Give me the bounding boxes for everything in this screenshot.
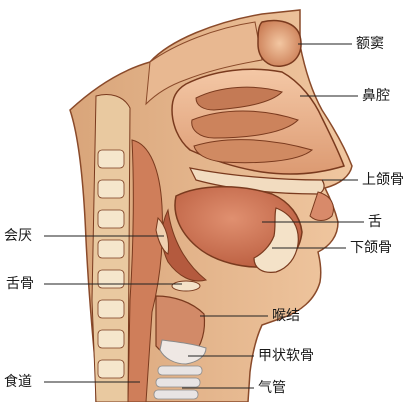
- label-mandible: 下颌骨: [350, 240, 392, 256]
- hyoid-shape: [172, 281, 200, 291]
- label-hyoid: 舌骨: [6, 276, 34, 292]
- label-tongue: 舌: [368, 214, 382, 230]
- label-maxilla: 上颌骨: [362, 172, 404, 188]
- label-laryngeal-prominence: 喉结: [272, 308, 300, 324]
- label-thyroid-cartilage: 甲状软骨: [258, 348, 314, 364]
- label-esophagus: 食道: [4, 374, 32, 390]
- label-frontal-sinus: 额窦: [356, 36, 384, 52]
- trachea-rings: [154, 366, 202, 399]
- frontal-sinus-shape: [258, 21, 301, 67]
- label-nasal-cavity: 鼻腔: [362, 88, 390, 104]
- label-trachea: 气管: [258, 380, 286, 396]
- label-epiglottis: 会厌: [4, 228, 32, 244]
